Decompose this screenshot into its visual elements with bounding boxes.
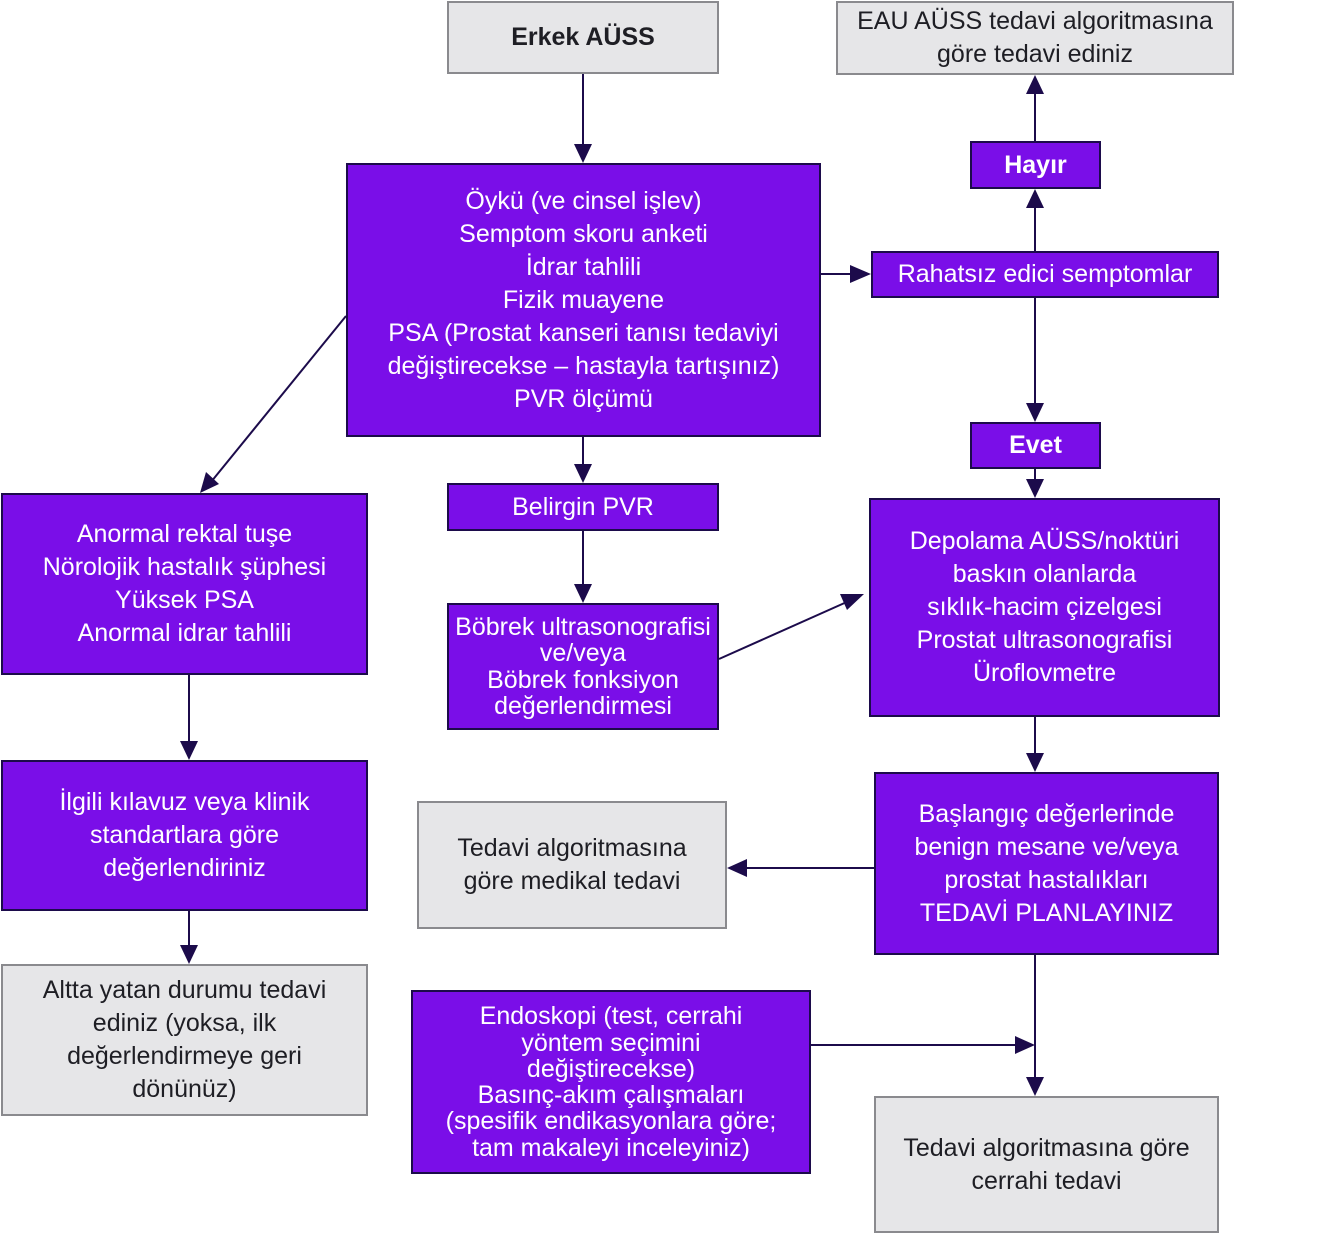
node-text-line: Prostat ultrasonografisi (916, 626, 1173, 654)
node-text-line: İlgili kılavuz veya klinik (59, 788, 310, 816)
edge-kidney-storage (718, 594, 864, 660)
node-text-line: yöntem seçimini (521, 1028, 701, 1057)
edge-endoscopy-surgical (811, 1036, 1035, 1054)
node-no: Hayır (970, 141, 1101, 189)
edge-plan-surgical (1026, 955, 1044, 1096)
edge-bothersome-yes (1026, 298, 1044, 422)
node-storage-tests: Depolama AÜSS/noktüri baskın olanlarda sık… (869, 498, 1220, 717)
edge-storage-plan (1026, 717, 1044, 772)
node-text-line: Anormal idrar tahlili (77, 619, 292, 647)
node-underlying-condition: Altta yatan durumu tedavi ediniz (yoksa, … (1, 964, 368, 1116)
node-text-line: Üroflovmetre (972, 659, 1117, 687)
node-text-line: benign mesane ve/veya (914, 832, 1179, 861)
node-text-line: göre tedavi ediniz (937, 40, 1133, 68)
node-text-line: Hayır (1004, 150, 1067, 179)
node-text-line: Yüksek PSA (115, 586, 254, 614)
edge-guideline-underlying (180, 911, 198, 964)
node-text-line: değerlendiriniz (103, 854, 266, 882)
node-text-line: Başlangıç değerlerinde (918, 799, 1175, 828)
node-text-line: Belirgin PVR (512, 492, 654, 521)
edge-pvr-kidney (574, 531, 592, 603)
node-text-line: ve/veya (539, 639, 627, 668)
node-text-line: değerlendirmeye geri (67, 1042, 302, 1070)
node-medical-treatment: Tedavi algoritmasına göre medikal tedavi (417, 801, 727, 929)
node-bothersome-symptoms: Rahatsız edici semptomlar (871, 251, 1219, 298)
node-text-line: Anormal rektal tuşe (76, 520, 293, 548)
edge-bothersome-no (1026, 189, 1044, 251)
edge-history-abnormal (200, 315, 347, 493)
edge-start-history (574, 74, 592, 163)
node-text-line: baskın olanlarda (952, 560, 1137, 588)
node-significant-pvr: Belirgin PVR (447, 483, 719, 531)
node-text-line: Rahatsız edici semptomlar (897, 260, 1193, 288)
node-text-line: değiştirecekse) (526, 1054, 696, 1083)
node-text-line: (spesifik endikasyonlara göre; (445, 1107, 777, 1136)
node-text-line: Erkek AÜSS (511, 23, 655, 51)
node-text-line: PVR ölçümü (514, 384, 653, 413)
node-text-line: tam makaleyi inceleyiniz) (472, 1133, 750, 1162)
node-text-line: ediniz (yoksa, ilk (92, 1009, 277, 1037)
node-text-line: EAU AÜSS tedavi algoritmasına (857, 7, 1213, 35)
node-text-line: Öykü (ve cinsel işlev) (465, 186, 702, 215)
edge-no-eau (1026, 75, 1044, 141)
edge-history-pvr (574, 437, 592, 483)
node-text-line: Depolama AÜSS/noktüri (909, 527, 1180, 555)
node-text-line: standartlara göre (89, 821, 279, 849)
node-text-line: Semptom skoru anketi (459, 219, 708, 248)
node-surgical-treatment: Tedavi algoritmasına göre cerrahi tedavi (874, 1096, 1219, 1233)
node-yes: Evet (970, 422, 1101, 469)
node-text-line: Evet (1009, 431, 1062, 459)
node-text-line: Endoskopi (test, cerrahi (479, 1002, 743, 1031)
node-text-line: Fizik muayene (502, 285, 665, 314)
node-text-line: prostat hastalıkları (944, 865, 1149, 894)
node-treatment-planning: Başlangıç değerlerinde benign mesane ve/v… (874, 772, 1219, 955)
node-initial-assessment: Öykü (ve cinsel işlev) Semptom skoru anke… (346, 163, 821, 437)
node-text-line: PSA (Prostat kanseri tanısı tedaviyi (388, 318, 779, 347)
edge-history-bothersome (821, 265, 871, 283)
node-start: Erkek AÜSS (447, 1, 719, 74)
edge-plan-medical (727, 859, 874, 877)
node-text-line: Tedavi algoritmasına göre (903, 1133, 1190, 1162)
node-text-line: Basınç-akım çalışmaları (477, 1081, 745, 1109)
node-text-line: TEDAVİ PLANLAYINIZ (919, 898, 1174, 927)
node-text-line: Altta yatan durumu tedavi (42, 976, 327, 1004)
node-text-line: dönünüz) (132, 1075, 237, 1103)
node-text-line: İdrar tahlili (525, 252, 642, 281)
node-text-line: cerrahi tedavi (971, 1166, 1122, 1195)
node-text-line: Böbrek fonksiyon (487, 665, 679, 694)
node-text-line: değerlendirmesi (494, 691, 672, 720)
node-text-line: Tedavi algoritmasına (457, 834, 687, 862)
node-eau-treatment: EAU AÜSS tedavi algoritmasına göre tedavi… (836, 1, 1234, 75)
node-text-line: göre medikal tedavi (463, 867, 681, 895)
node-text-line: sıklık-hacim çizelgesi (927, 593, 1162, 621)
edge-abnormal-guideline (180, 675, 198, 760)
node-text-line: Nörolojik hastalık şüphesi (42, 553, 327, 581)
edge-yes-storage (1026, 469, 1044, 498)
node-text-line: Böbrek ultrasonografisi (455, 613, 711, 641)
node-guideline-evaluation: İlgili kılavuz veya klinik standartlara g… (1, 760, 368, 911)
node-text-line: değiştirecekse – hastayla tartışınız) (387, 351, 780, 380)
